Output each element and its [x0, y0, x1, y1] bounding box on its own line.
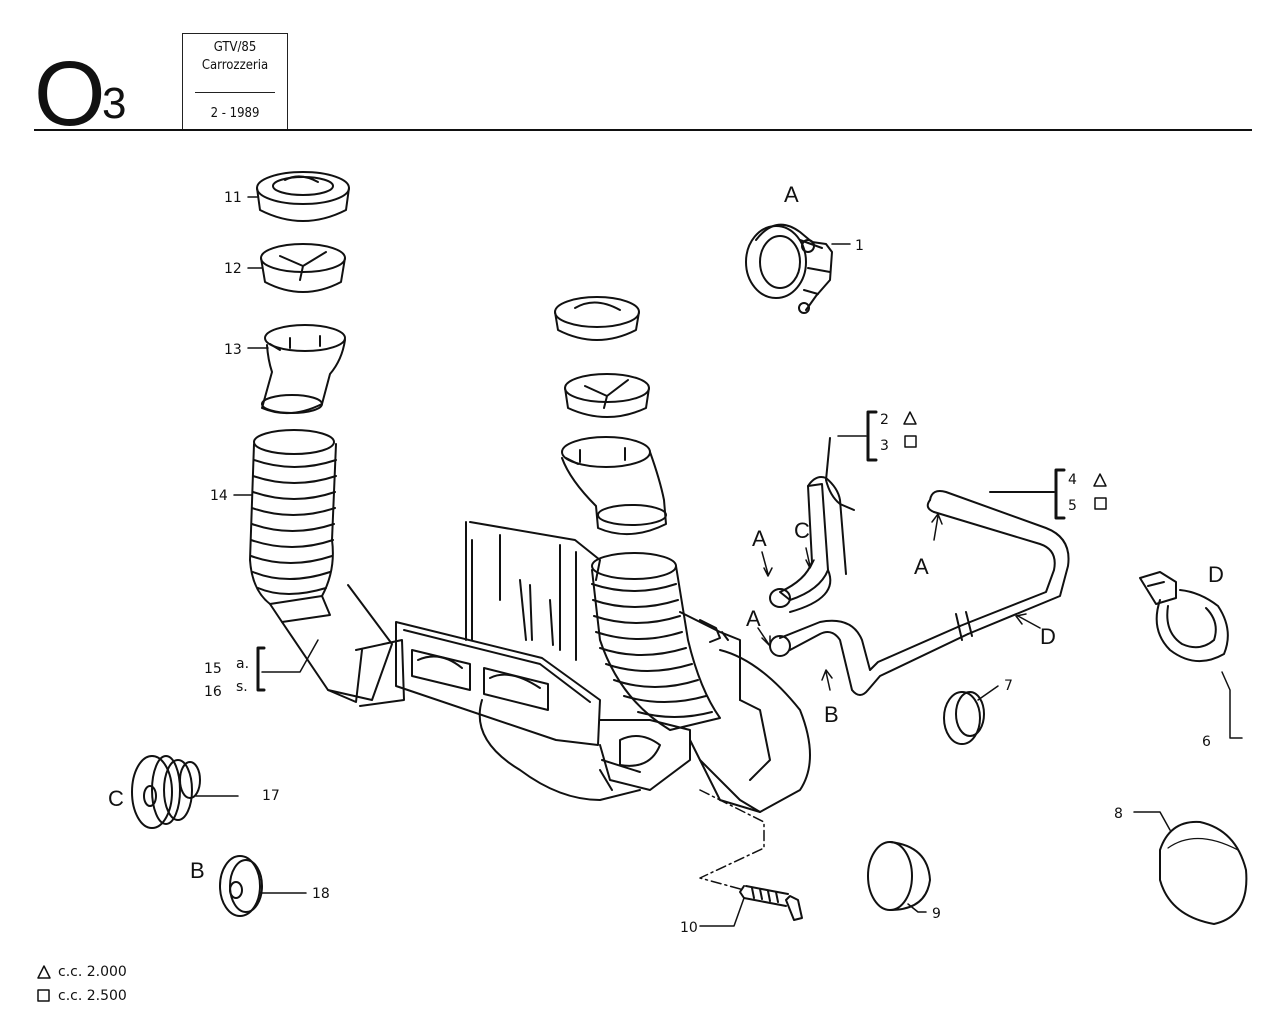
leader-lines	[195, 196, 1243, 927]
letter-a-clamp: A	[784, 182, 799, 207]
part-13-elbow	[261, 324, 346, 415]
callout-8: 8	[1114, 806, 1123, 822]
outlet-grille	[564, 373, 650, 418]
legend-triangle-icon	[37, 965, 51, 979]
callout-1: 1	[855, 238, 864, 254]
callout-9: 9	[932, 906, 941, 922]
part-12-grille	[260, 243, 346, 293]
heater-box-assembly	[395, 521, 811, 813]
part-7-plug	[943, 691, 985, 745]
section-number: 3	[102, 79, 127, 128]
variant-triangle-icon	[1093, 473, 1107, 487]
callout-3: 3	[880, 438, 889, 454]
letter-b: B	[824, 702, 839, 727]
letter-d: D	[1040, 624, 1056, 649]
letter-b-grommet: B	[190, 858, 205, 883]
part-11-cap	[256, 171, 350, 222]
legend-item-2500: c.c. 2.500	[58, 988, 127, 1004]
letter-a: A	[752, 526, 767, 551]
variant-s: s.	[236, 679, 248, 695]
part-10-bolt	[739, 885, 803, 921]
part-14-corrugated-hose	[249, 429, 337, 605]
letter-c-grommet: C	[108, 786, 124, 811]
header-info-box: GTV/85 Carrozzeria 2 - 1989	[182, 33, 288, 131]
callout-7: 7	[1004, 678, 1013, 694]
callout-12: 12	[224, 261, 242, 277]
part-2-3-hose	[769, 437, 855, 613]
variant-square-icon	[1094, 497, 1107, 510]
callout-10: 10	[680, 920, 698, 936]
callout-14: 14	[210, 488, 228, 504]
callout-17: 17	[262, 788, 280, 804]
legend-item-2000: c.c. 2.000	[58, 964, 127, 980]
part-4-5-hose	[769, 490, 1070, 696]
variant-square-icon	[904, 435, 917, 448]
outlet-cap	[554, 296, 640, 341]
callout-16: 16	[204, 684, 222, 700]
group-name: Carrozzeria	[201, 58, 269, 73]
section-letter: O	[34, 43, 106, 145]
callout-4: 4	[1068, 472, 1077, 488]
letter-d-clamp: D	[1208, 562, 1224, 587]
callout-13: 13	[224, 342, 242, 358]
header-box-divider	[195, 92, 275, 93]
letter-c: C	[794, 518, 810, 543]
letter-a: A	[746, 606, 761, 631]
part-6-band-clamp	[1139, 571, 1229, 662]
part-15-16-duct	[269, 584, 405, 707]
part-8-pad	[1159, 820, 1248, 925]
variant-a: a.	[236, 656, 249, 672]
part-17-grommet	[131, 755, 201, 829]
callout-11: 11	[224, 190, 242, 206]
issue-date: 2 - 1989	[210, 106, 260, 121]
letter-a: A	[914, 554, 929, 579]
part-1-hose-clamp	[745, 223, 833, 314]
outlet-corrugated-hose	[591, 552, 721, 731]
legend-square-icon	[37, 989, 50, 1002]
callout-15: 15	[204, 661, 222, 677]
callout-5: 5	[1068, 498, 1077, 514]
header-rule	[34, 129, 1252, 131]
callout-6: 6	[1202, 734, 1211, 750]
part-18-grommet	[219, 855, 263, 917]
callout-18: 18	[312, 886, 330, 902]
outlet-elbow	[561, 436, 667, 536]
model-name: GTV/85	[213, 40, 257, 55]
callout-2: 2	[880, 412, 889, 428]
part-9-plug	[867, 841, 931, 911]
variant-triangle-icon	[903, 411, 917, 425]
